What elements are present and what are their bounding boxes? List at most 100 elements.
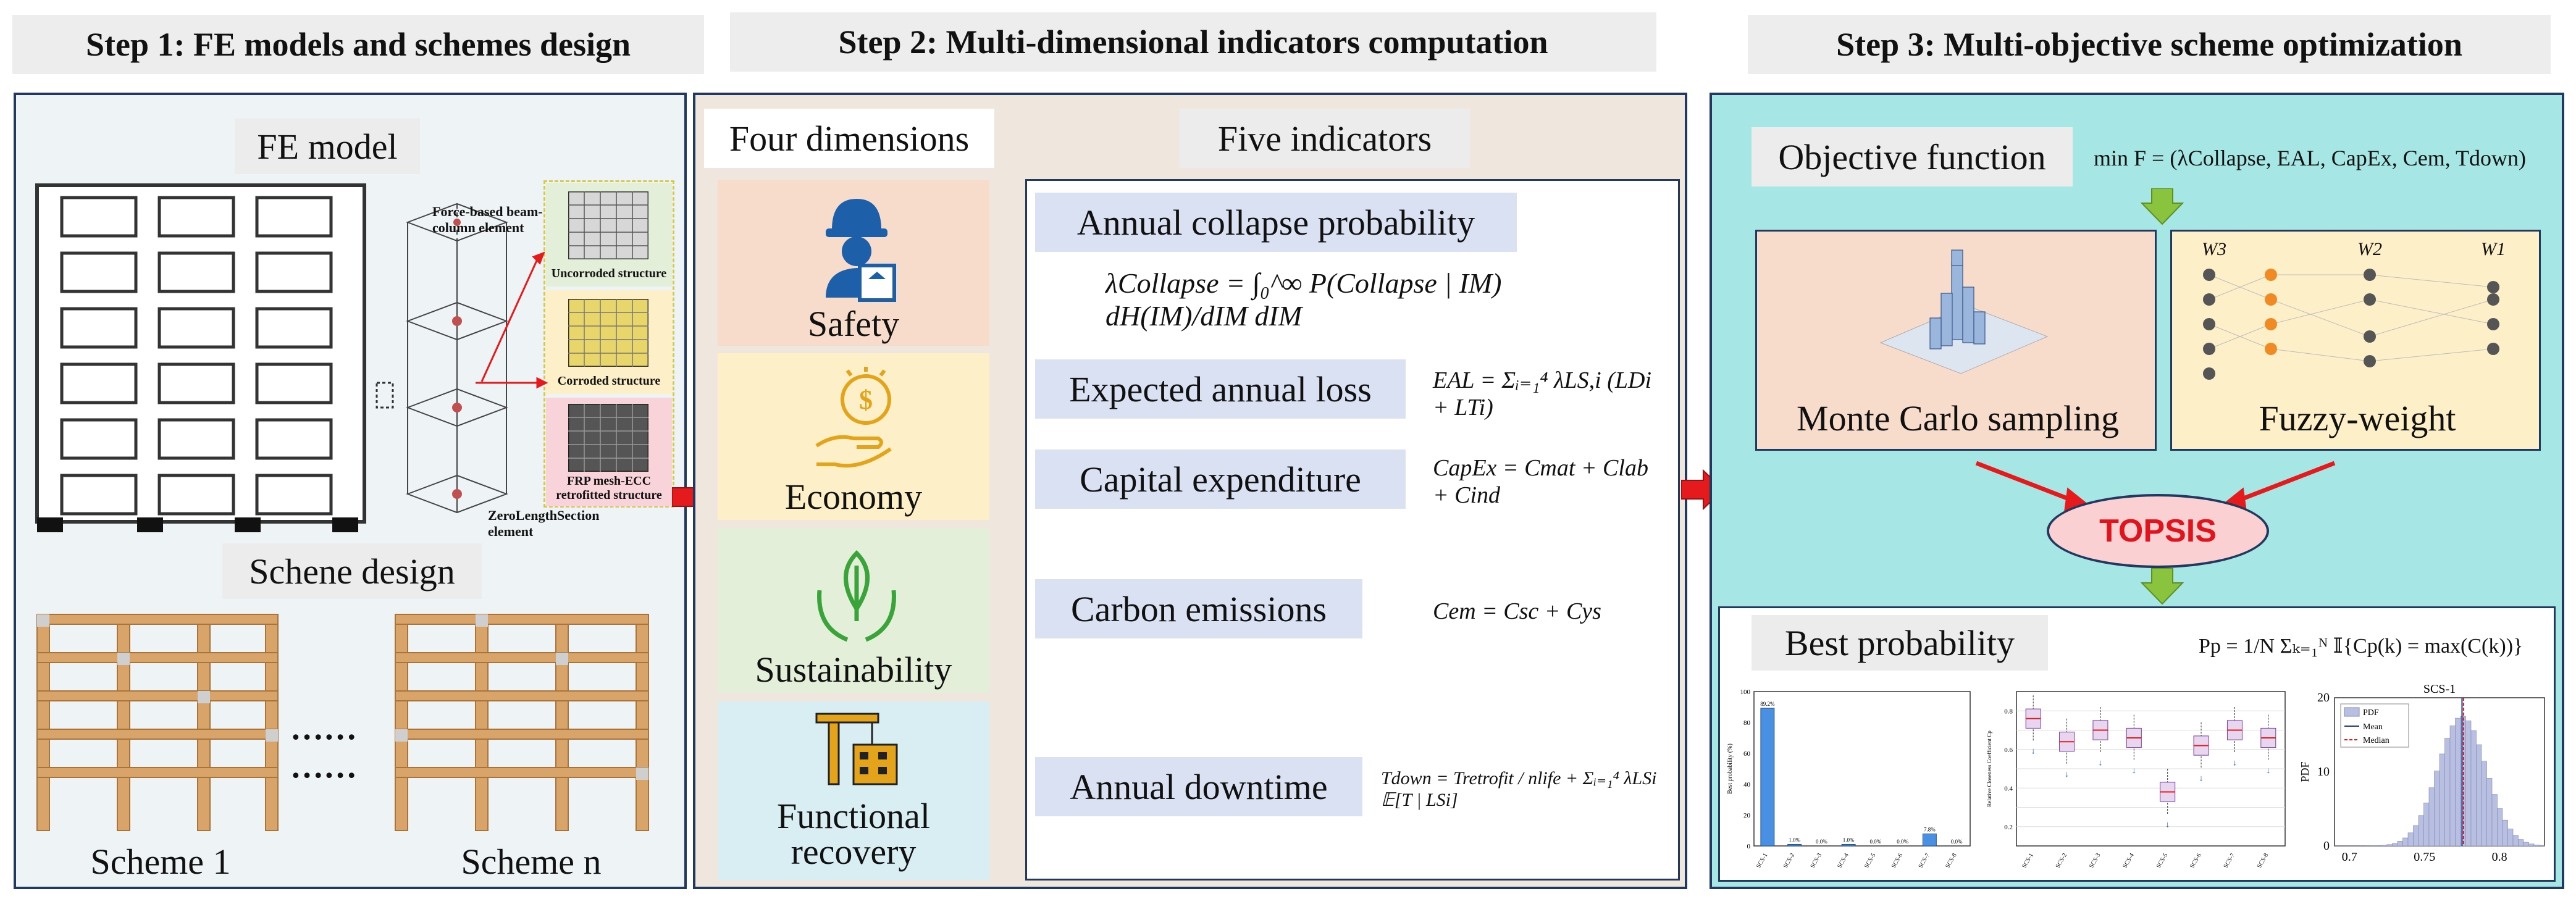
crane-building-icon xyxy=(815,713,898,785)
histogram-bar xyxy=(2376,845,2382,847)
section-grid-uncorroded xyxy=(568,191,648,259)
x-tick-label: SCS-1 xyxy=(1755,852,1769,869)
x-tick-label: 0.75 xyxy=(2414,850,2435,864)
arrow-topsis-down xyxy=(2141,568,2184,605)
section-grid-corroded xyxy=(568,299,648,367)
legend-label-pdf: PDF xyxy=(2363,708,2379,717)
outlier-marker: ↓ xyxy=(2132,766,2136,776)
y-axis-label: PDF xyxy=(2299,761,2311,782)
histogram-bar xyxy=(2528,843,2535,847)
x-tick-label: SCS-3 xyxy=(2088,852,2102,869)
dimensions-label: Four dimensions xyxy=(704,109,994,168)
histogram-bar xyxy=(2523,842,2529,847)
y-tick-label: 100 xyxy=(1740,688,1751,696)
best-probability-label: Best probability xyxy=(1752,615,2048,671)
y-tick-label: 0 xyxy=(2323,839,2330,853)
step1-title: Step 1: FE models and schemes design xyxy=(12,15,704,74)
y-tick-label: 20 xyxy=(1743,812,1751,819)
money-hand-icon: $ xyxy=(815,367,892,468)
dimension-card-safety: Safety xyxy=(718,180,989,346)
x-tick-label: 0.7 xyxy=(2342,850,2357,864)
histogram-bar xyxy=(2449,726,2456,847)
section-connector-arrows xyxy=(476,251,548,389)
histogram-bar xyxy=(2392,843,2398,847)
outlier-marker: ↓ xyxy=(2098,758,2102,768)
y-tick-label: 0.8 xyxy=(2004,708,2013,715)
histogram-bar xyxy=(2481,761,2487,847)
nn-label-w3: W3 xyxy=(2202,239,2226,259)
bar-value-label: 1.0% xyxy=(1789,837,1800,843)
section-uncorroded: Uncorroded structure xyxy=(546,183,672,287)
section-grid-frp-ecc xyxy=(568,404,648,472)
monte-carlo-label: Monte Carlo sampling xyxy=(1797,398,2119,438)
scheme-design-label: Schene design xyxy=(222,543,482,599)
formula-expected-loss: EAL = Σᵢ₌₁⁴ λLS,i (LDi + LTi) xyxy=(1433,367,1652,420)
histogram-bar xyxy=(2381,845,2388,847)
indicator-carbon-emissions: Carbon emissions xyxy=(1035,579,1362,638)
scheme-n-drawing xyxy=(395,614,649,831)
y-axis-label: Best probability (%) xyxy=(1727,743,1734,794)
plot-area xyxy=(1753,691,1971,847)
worker-icon xyxy=(826,199,896,302)
formula-annual-downtime: Tdown = Tretrofit / nlife + Σᵢ₌₁⁴ λLSi 𝔼… xyxy=(1381,768,1657,810)
histogram-bar xyxy=(2397,841,2403,847)
dimension-label-economy: Economy xyxy=(784,476,923,517)
formula-capital-expenditure: CapEx = Cmat + Clab + Cind xyxy=(1433,455,1648,508)
formula-carbon-emissions: Cem = Csc + Cys xyxy=(1433,598,1601,624)
y-tick-label: 0.4 xyxy=(2004,785,2013,792)
column-element-schematic xyxy=(375,203,508,514)
scheme-1-drawing xyxy=(36,614,279,831)
dimension-label-safety: Safety xyxy=(807,303,900,344)
section-frp-ecc: FRP mesh-ECC retrofitted structure xyxy=(546,398,672,506)
scheme-ellipsis: …… …… xyxy=(290,709,383,785)
histogram-bar xyxy=(2533,845,2540,847)
x-tick-label: SCS-5 xyxy=(1863,852,1877,869)
outlier-marker: ↓ xyxy=(2233,758,2237,768)
bar-value-label: 7.8% xyxy=(1924,827,1936,833)
legend-swatch-pdf xyxy=(2344,707,2360,717)
formula-annual-collapse: λCollapse = ∫₀^∞ P(Collapse | IM) dH(IM)… xyxy=(1105,267,1502,332)
y-tick-label: 40 xyxy=(1743,781,1751,789)
histogram-bar xyxy=(2470,730,2477,847)
dimension-label-sustainability: Sustainability xyxy=(755,649,952,690)
histogram-bar xyxy=(2428,787,2435,847)
objective-function-label: Objective function xyxy=(1752,127,2073,186)
step3-title: Step 3: Multi-objective scheme optimizat… xyxy=(1748,15,2551,74)
dimension-card-economy: $ Economy xyxy=(718,353,989,520)
outlier-marker: ↓ xyxy=(2266,766,2270,776)
histogram-bar xyxy=(2486,778,2493,847)
histogram-bar xyxy=(2386,844,2393,847)
section-label-frp-ecc: FRP mesh-ECC retrofitted structure xyxy=(556,474,662,502)
dimension-card-sustainability: Sustainability xyxy=(718,529,989,693)
bar xyxy=(1760,708,1775,847)
bar-value-label: 0.0% xyxy=(1897,839,1908,845)
x-tick-label: SCS-3 xyxy=(1809,852,1823,869)
monte-carlo-box: Monte Carlo sampling xyxy=(1755,230,2157,451)
bar xyxy=(1787,844,1802,847)
section-box-group xyxy=(543,180,674,508)
indicator-annual-downtime: Annual downtime xyxy=(1035,757,1362,816)
svg-text:$: $ xyxy=(859,385,873,415)
histogram-bar xyxy=(2502,819,2508,847)
section-label-uncorroded: Uncorroded structure xyxy=(551,267,667,280)
scheme-1-label: Scheme 1 xyxy=(90,841,231,882)
bar-value-label: 0.0% xyxy=(1870,839,1882,845)
x-tick-label: SCS-8 xyxy=(2256,852,2270,869)
bar-value-label: 0.0% xyxy=(1816,839,1827,845)
chart-title: SCS-1 xyxy=(2423,682,2456,696)
y-tick-label: 20 xyxy=(2317,691,2330,705)
y-tick-label: 80 xyxy=(1743,719,1751,727)
x-tick-label: SCS-2 xyxy=(2055,852,2069,869)
legend-label-median: Median xyxy=(2363,736,2389,745)
fe-model-label: FE model xyxy=(235,119,420,174)
histogram-bar xyxy=(2512,835,2519,847)
x-tick-label: SCS-2 xyxy=(1782,852,1797,869)
y-axis-label: Relative Closeness Coefficient Cp xyxy=(1986,730,1992,807)
element-label-zerolength: ZeroLengthSection element xyxy=(488,508,600,539)
y-tick-label: 10 xyxy=(2317,765,2330,779)
outlier-marker: ↓ xyxy=(2165,820,2170,829)
x-tick-label: SCS-6 xyxy=(1890,852,1905,869)
x-tick-label: 0.8 xyxy=(2492,850,2507,864)
histogram-bar xyxy=(2418,815,2424,847)
